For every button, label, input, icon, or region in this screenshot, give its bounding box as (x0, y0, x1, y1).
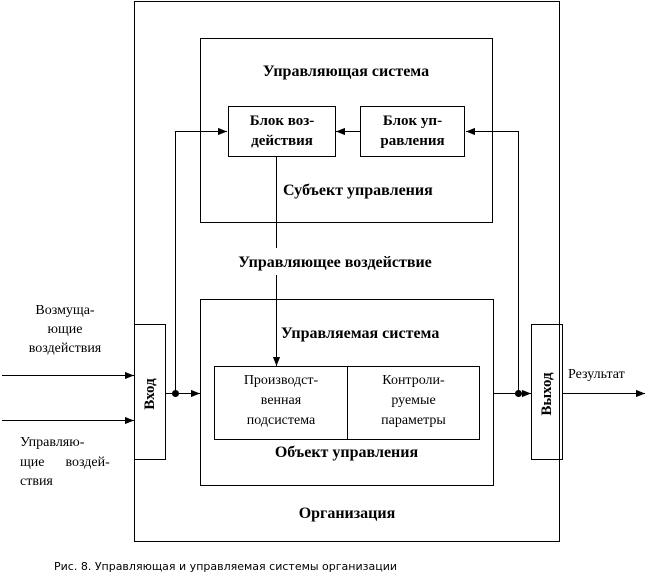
params-label-2: руемые (391, 393, 436, 408)
organization-label: Организация (298, 505, 396, 522)
control-system-title: Управляющая система (262, 63, 430, 80)
organization-box (134, 1, 560, 542)
input-label: Вход (142, 378, 158, 410)
controlled-system-title: Управляемая система (281, 325, 440, 342)
subject-label: Субъект управления (283, 182, 433, 199)
production-label-1: Производст- (243, 373, 319, 388)
control-inputs-label-1: Управляю- (20, 435, 85, 450)
output-junction-dot (515, 390, 522, 397)
output-box (531, 324, 563, 460)
disturbance-label-1: Возмуща- (35, 303, 95, 318)
disturbance-label-3: воздействия (28, 341, 102, 356)
production-label-2: венная (260, 393, 302, 408)
block-control-label-2: равления (380, 133, 445, 149)
block-control-box (360, 106, 465, 157)
production-label-3: подсистема (246, 413, 316, 428)
control-inputs-label-3: ствия (20, 474, 53, 489)
params-label-3: параметры (381, 413, 446, 428)
output-label: Выход (539, 372, 555, 416)
disturbance-label-2: ющие (47, 322, 83, 337)
block-action-box (228, 106, 336, 157)
control-inputs-label-2: щие воздей- (20, 455, 110, 470)
block-action-label-1: Блок воз- (249, 113, 315, 129)
input-feed-to-action (175, 127, 227, 394)
controlled-system-box (200, 299, 494, 486)
input-junction-dot (172, 390, 179, 397)
control-action-label: Управляющее воздействие (190, 254, 480, 272)
figure-caption: Рис. 8. Управляющая и управляемая систем… (54, 560, 398, 573)
params-label-1: Контроли- (382, 373, 445, 388)
block-control-label-1: Блок уп- (382, 113, 443, 129)
block-action-label-2: действия (251, 133, 313, 149)
object-label: Объект управления (274, 444, 419, 461)
result-label: Результат (568, 367, 625, 382)
input-box (134, 324, 166, 460)
feedback-to-control (466, 127, 519, 394)
control-system-box (200, 38, 493, 223)
